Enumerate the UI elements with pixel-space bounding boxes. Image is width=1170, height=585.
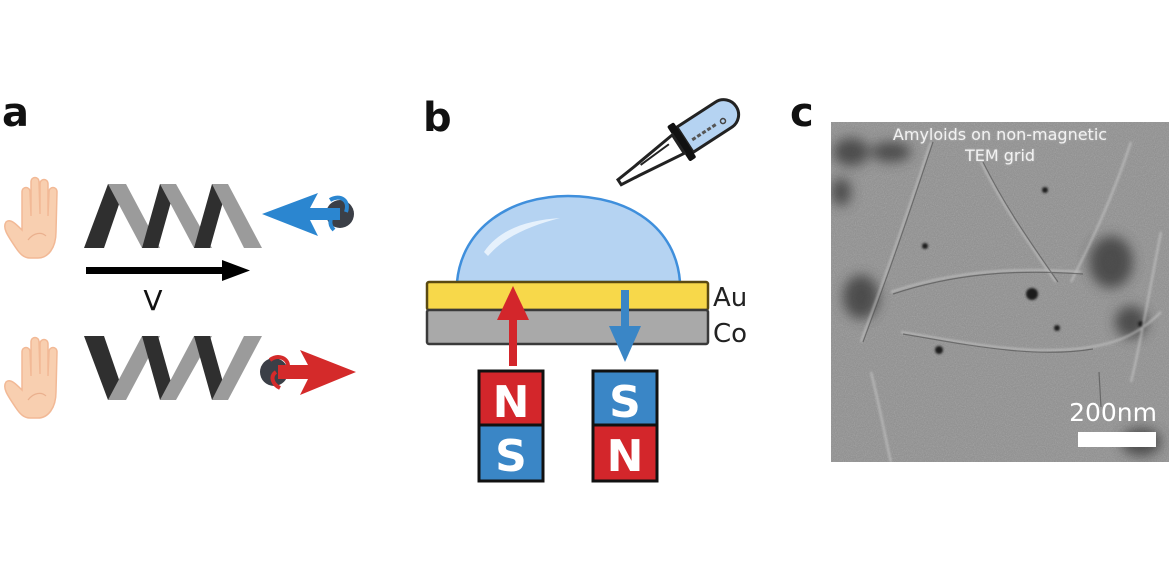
- scale-bar-label: 200nm: [1069, 398, 1157, 427]
- scale-bar: [1078, 432, 1156, 447]
- panel-label-a: a: [2, 90, 29, 136]
- magnet-right-top-pole: S: [609, 377, 641, 428]
- tem-caption-line1: Amyloids on non-magnetic: [892, 125, 1108, 144]
- gold-layer: [425, 280, 710, 312]
- pipette-icon: [615, 98, 741, 187]
- droplet-icon: [455, 194, 682, 284]
- helix-icon-top: [84, 184, 262, 248]
- layer-label-au: Au: [713, 283, 747, 313]
- panel-b: Au Co N S S N: [425, 98, 747, 483]
- panel-a: V: [3, 176, 356, 419]
- spin-electron-icon-bottom: [260, 350, 356, 395]
- layer-label-co: Co: [713, 319, 747, 349]
- tem-micrograph: Amyloids on non-magnetic TEM grid 200nm: [831, 122, 1169, 462]
- velocity-arrow: [86, 260, 250, 281]
- magnet-left-bottom-pole: S: [495, 431, 527, 482]
- spin-electron-icon-top: [262, 193, 354, 236]
- magnet-right-bottom-pole: N: [607, 431, 644, 482]
- tem-caption: Amyloids on non-magnetic TEM grid: [831, 124, 1169, 166]
- magnet-left-top-pole: N: [493, 377, 530, 428]
- velocity-label: V: [143, 284, 162, 317]
- panel-label-b: b: [423, 95, 452, 141]
- field-arrow-up: [497, 286, 529, 366]
- field-arrow-down: [609, 290, 641, 362]
- cobalt-layer: [425, 308, 710, 346]
- magnet-left: N S: [477, 369, 545, 483]
- panel-label-c: c: [790, 90, 814, 136]
- tem-caption-line2: TEM grid: [964, 146, 1036, 165]
- magnet-right: S N: [591, 369, 659, 483]
- tem-texture: [831, 122, 1169, 462]
- helix-icon-bottom: [84, 336, 262, 400]
